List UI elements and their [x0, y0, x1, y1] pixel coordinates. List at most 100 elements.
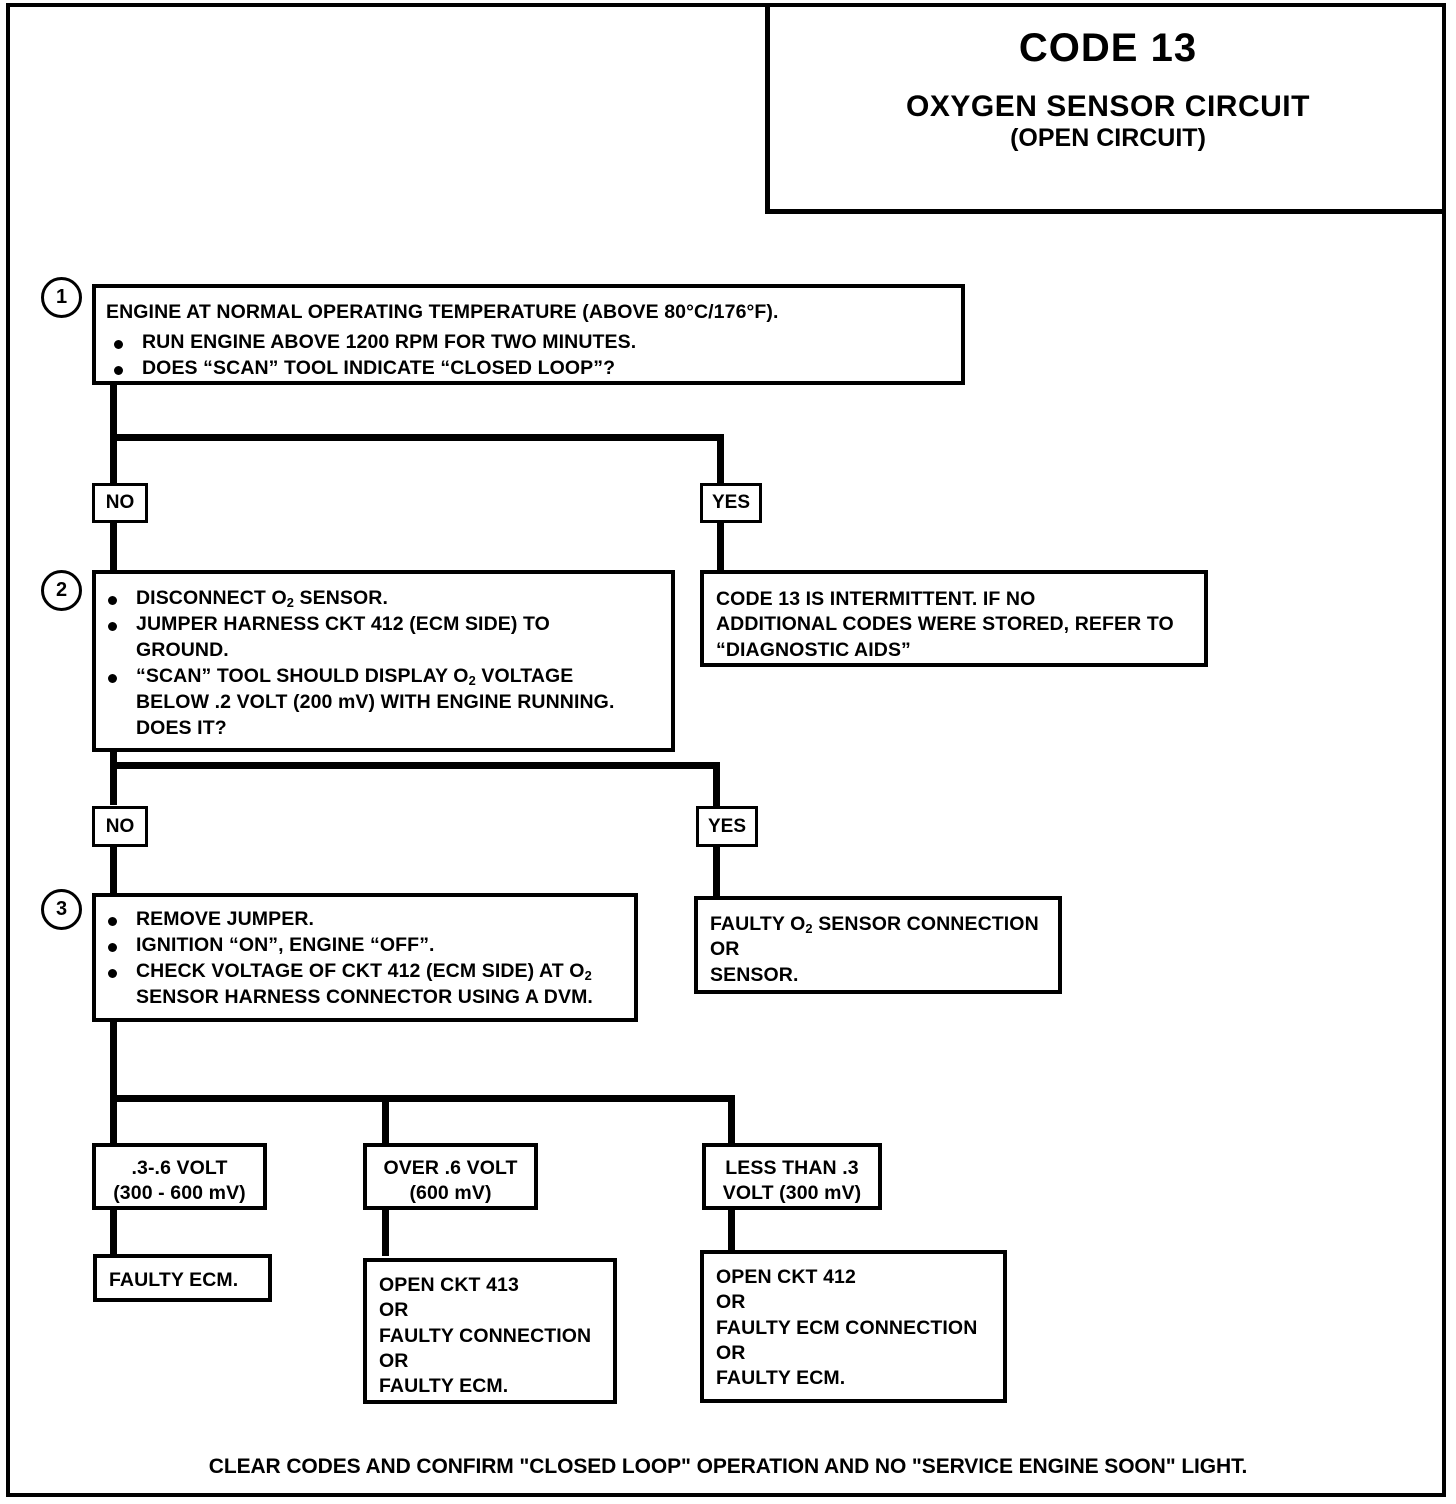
connector-yes2-down: [713, 762, 720, 810]
intermittent-line-1: CODE 13 IS INTERMITTENT. IF NO: [716, 588, 1036, 610]
step-2-bullet-3-line3: DOES IT?: [136, 716, 227, 739]
step-2-bullet-2-line2: GROUND.: [136, 638, 229, 661]
voltage-high-line-2: (600 mV): [409, 1182, 492, 1205]
step-2-bullet-3-line1: “SCAN” TOOL SHOULD DISPLAY O2 VOLTAGE: [136, 664, 574, 688]
faulty-sensor-line-3: SENSOR.: [710, 963, 799, 986]
bullet-icon: [108, 942, 117, 952]
step-3-box: REMOVE JUMPER. IGNITION “ON”, ENGINE “OF…: [92, 893, 638, 1022]
list-item: RUN ENGINE ABOVE 1200 RPM FOR TWO MINUTE…: [106, 330, 961, 356]
bullet-icon: [108, 621, 117, 631]
page-border: [6, 3, 1446, 1497]
circuit-title: OXYGEN SENSOR CIRCUIT: [906, 90, 1310, 123]
voltage-mid-line-2: (300 - 600 mV): [113, 1182, 246, 1205]
voltage-mid-line-1: .3-.6 VOLT: [131, 1157, 228, 1179]
voltage-range-low-box: LESS THAN .3 VOLT (300 mV): [702, 1143, 882, 1210]
connector-no1-down: [110, 434, 117, 486]
bullet-icon: [108, 673, 117, 683]
outcome-low-line-4: OR: [716, 1342, 746, 1365]
step-3-bullet-3-line1: CHECK VOLTAGE OF CKT 412 (ECM SIDE) AT O…: [136, 959, 592, 983]
connector-no2-to-step3: [110, 844, 117, 896]
step-1-heading: ENGINE AT NORMAL OPERATING TEMPERATURE (…: [106, 301, 779, 323]
connector-low-down: [728, 1095, 735, 1145]
step-2-box: DISCONNECT O2 SENSOR. JUMPER HARNESS CKT…: [92, 570, 675, 752]
connector-branch1-rail: [110, 434, 724, 441]
connector-low-to-outcome: [728, 1210, 735, 1256]
list-item: DISCONNECT O2 SENSOR.: [100, 586, 671, 612]
subscript-2: 2: [805, 921, 813, 937]
connector-high-to-outcome: [382, 1210, 389, 1256]
outcome-mid-line-1: FAULTY ECM.: [109, 1269, 239, 1291]
voltage-high-line-1: OVER .6 VOLT: [383, 1157, 518, 1179]
step-3-bullet-2: IGNITION “ON”, ENGINE “OFF”.: [136, 933, 435, 956]
voltage-low-line-1: LESS THAN .3: [725, 1157, 859, 1179]
step-3-bullets: REMOVE JUMPER. IGNITION “ON”, ENGINE “OF…: [100, 907, 634, 1011]
step-2-bullets: DISCONNECT O2 SENSOR. JUMPER HARNESS CKT…: [100, 586, 671, 742]
branch-label-no-2: NO: [92, 806, 148, 847]
list-item: “SCAN” TOOL SHOULD DISPLAY O2 VOLTAGE BE…: [100, 664, 671, 742]
step-3-bullet-3-line2: SENSOR HARNESS CONNECTOR USING A DVM.: [136, 985, 593, 1008]
voltage-range-mid-box: .3-.6 VOLT (300 - 600 mV): [92, 1143, 267, 1210]
connector-three-way-rail: [110, 1095, 735, 1102]
branch-label-yes-2: YES: [696, 806, 758, 847]
outcome-low-line-3: FAULTY ECM CONNECTION: [716, 1316, 978, 1339]
faulty-sensor-line-2: OR: [710, 938, 740, 961]
outcome-low-line-1: OPEN CKT 412: [716, 1266, 856, 1288]
connector-yes1-to-intermittent: [717, 520, 724, 574]
voltage-range-high-box: OVER .6 VOLT (600 mV): [363, 1143, 538, 1210]
bullet-icon: [108, 968, 117, 978]
connector-high-down: [382, 1095, 389, 1145]
outcome-high-line-2: OR: [379, 1299, 409, 1322]
step-1-bullet-1: RUN ENGINE ABOVE 1200 RPM FOR TWO MINUTE…: [142, 331, 637, 354]
step-2-bullet-1-text: DISCONNECT O: [136, 587, 287, 609]
outcome-high-line-5: FAULTY ECM.: [379, 1375, 509, 1398]
step-number-1: 1: [41, 277, 82, 318]
connector-yes1-down: [717, 434, 724, 486]
step-number-3: 3: [41, 889, 82, 930]
branch-label-yes-1: YES: [700, 483, 762, 523]
intermittent-line-2: ADDITIONAL CODES WERE STORED, REFER TO: [716, 613, 1174, 636]
outcome-mid-box: FAULTY ECM.: [93, 1254, 272, 1302]
step-2-bullet-2-line1: JUMPER HARNESS CKT 412 (ECM SIDE) TO: [136, 612, 550, 635]
outcome-low-line-2: OR: [716, 1291, 746, 1314]
faulty-sensor-line-1: FAULTY O2 SENSOR CONNECTION: [710, 913, 1039, 937]
intermittent-line-3: “DIAGNOSTIC AIDS”: [716, 638, 911, 661]
title-block: CODE 13 OXYGEN SENSOR CIRCUIT (OPEN CIRC…: [765, 3, 1446, 214]
bullet-icon: [114, 366, 123, 376]
list-item: REMOVE JUMPER.: [100, 907, 634, 933]
connector-step1-down: [110, 385, 117, 440]
step-1-bullet-2: DOES “SCAN” TOOL INDICATE “CLOSED LOOP”?: [142, 357, 616, 380]
list-item: IGNITION “ON”, ENGINE “OFF”.: [100, 933, 634, 959]
connector-mid-to-outcome: [110, 1210, 117, 1256]
bullet-icon: [108, 595, 117, 605]
connector-yes2-to-faulty-sensor: [713, 844, 720, 896]
step-1-box: ENGINE AT NORMAL OPERATING TEMPERATURE (…: [92, 284, 965, 385]
connector-mid-down: [110, 1095, 117, 1145]
connector-no1-to-step2: [110, 520, 117, 574]
list-item: CHECK VOLTAGE OF CKT 412 (ECM SIDE) AT O…: [100, 959, 634, 1011]
step-3-bullet-1: REMOVE JUMPER.: [136, 908, 315, 930]
list-item: JUMPER HARNESS CKT 412 (ECM SIDE) TO GRO…: [100, 612, 671, 664]
connector-step2-down: [110, 752, 117, 805]
bullet-icon: [114, 340, 123, 350]
circuit-subtitle: (OPEN CIRCUIT): [1010, 124, 1206, 153]
bullet-icon: [108, 916, 117, 926]
step-2-bullet-1-rest: SENSOR.: [293, 587, 388, 609]
outcome-high-line-1: OPEN CKT 413: [379, 1274, 519, 1296]
outcome-high-box: OPEN CKT 413 OR FAULTY CONNECTION OR FAU…: [363, 1258, 617, 1404]
branch-label-no-1: NO: [92, 483, 148, 523]
subscript-2: 2: [286, 595, 294, 611]
result-faulty-sensor-box: FAULTY O2 SENSOR CONNECTION OR SENSOR.: [694, 896, 1062, 994]
outcome-low-line-5: FAULTY ECM.: [716, 1367, 846, 1390]
outcome-high-line-4: OR: [379, 1350, 409, 1373]
code-title: CODE 13: [1018, 26, 1198, 70]
subscript-2: 2: [468, 672, 476, 688]
outcome-high-line-3: FAULTY CONNECTION: [379, 1324, 592, 1347]
voltage-low-line-2: VOLT (300 mV): [722, 1182, 862, 1205]
result-intermittent-box: CODE 13 IS INTERMITTENT. IF NO ADDITIONA…: [700, 570, 1208, 667]
footer-note: CLEAR CODES AND CONFIRM "CLOSED LOOP" OP…: [208, 1455, 1248, 1478]
connector-step3-down: [110, 1022, 117, 1102]
subscript-2: 2: [584, 967, 592, 983]
step-2-bullet-3-line2: BELOW .2 VOLT (200 mV) WITH ENGINE RUNNI…: [136, 690, 615, 713]
list-item: DOES “SCAN” TOOL INDICATE “CLOSED LOOP”?: [106, 356, 961, 382]
